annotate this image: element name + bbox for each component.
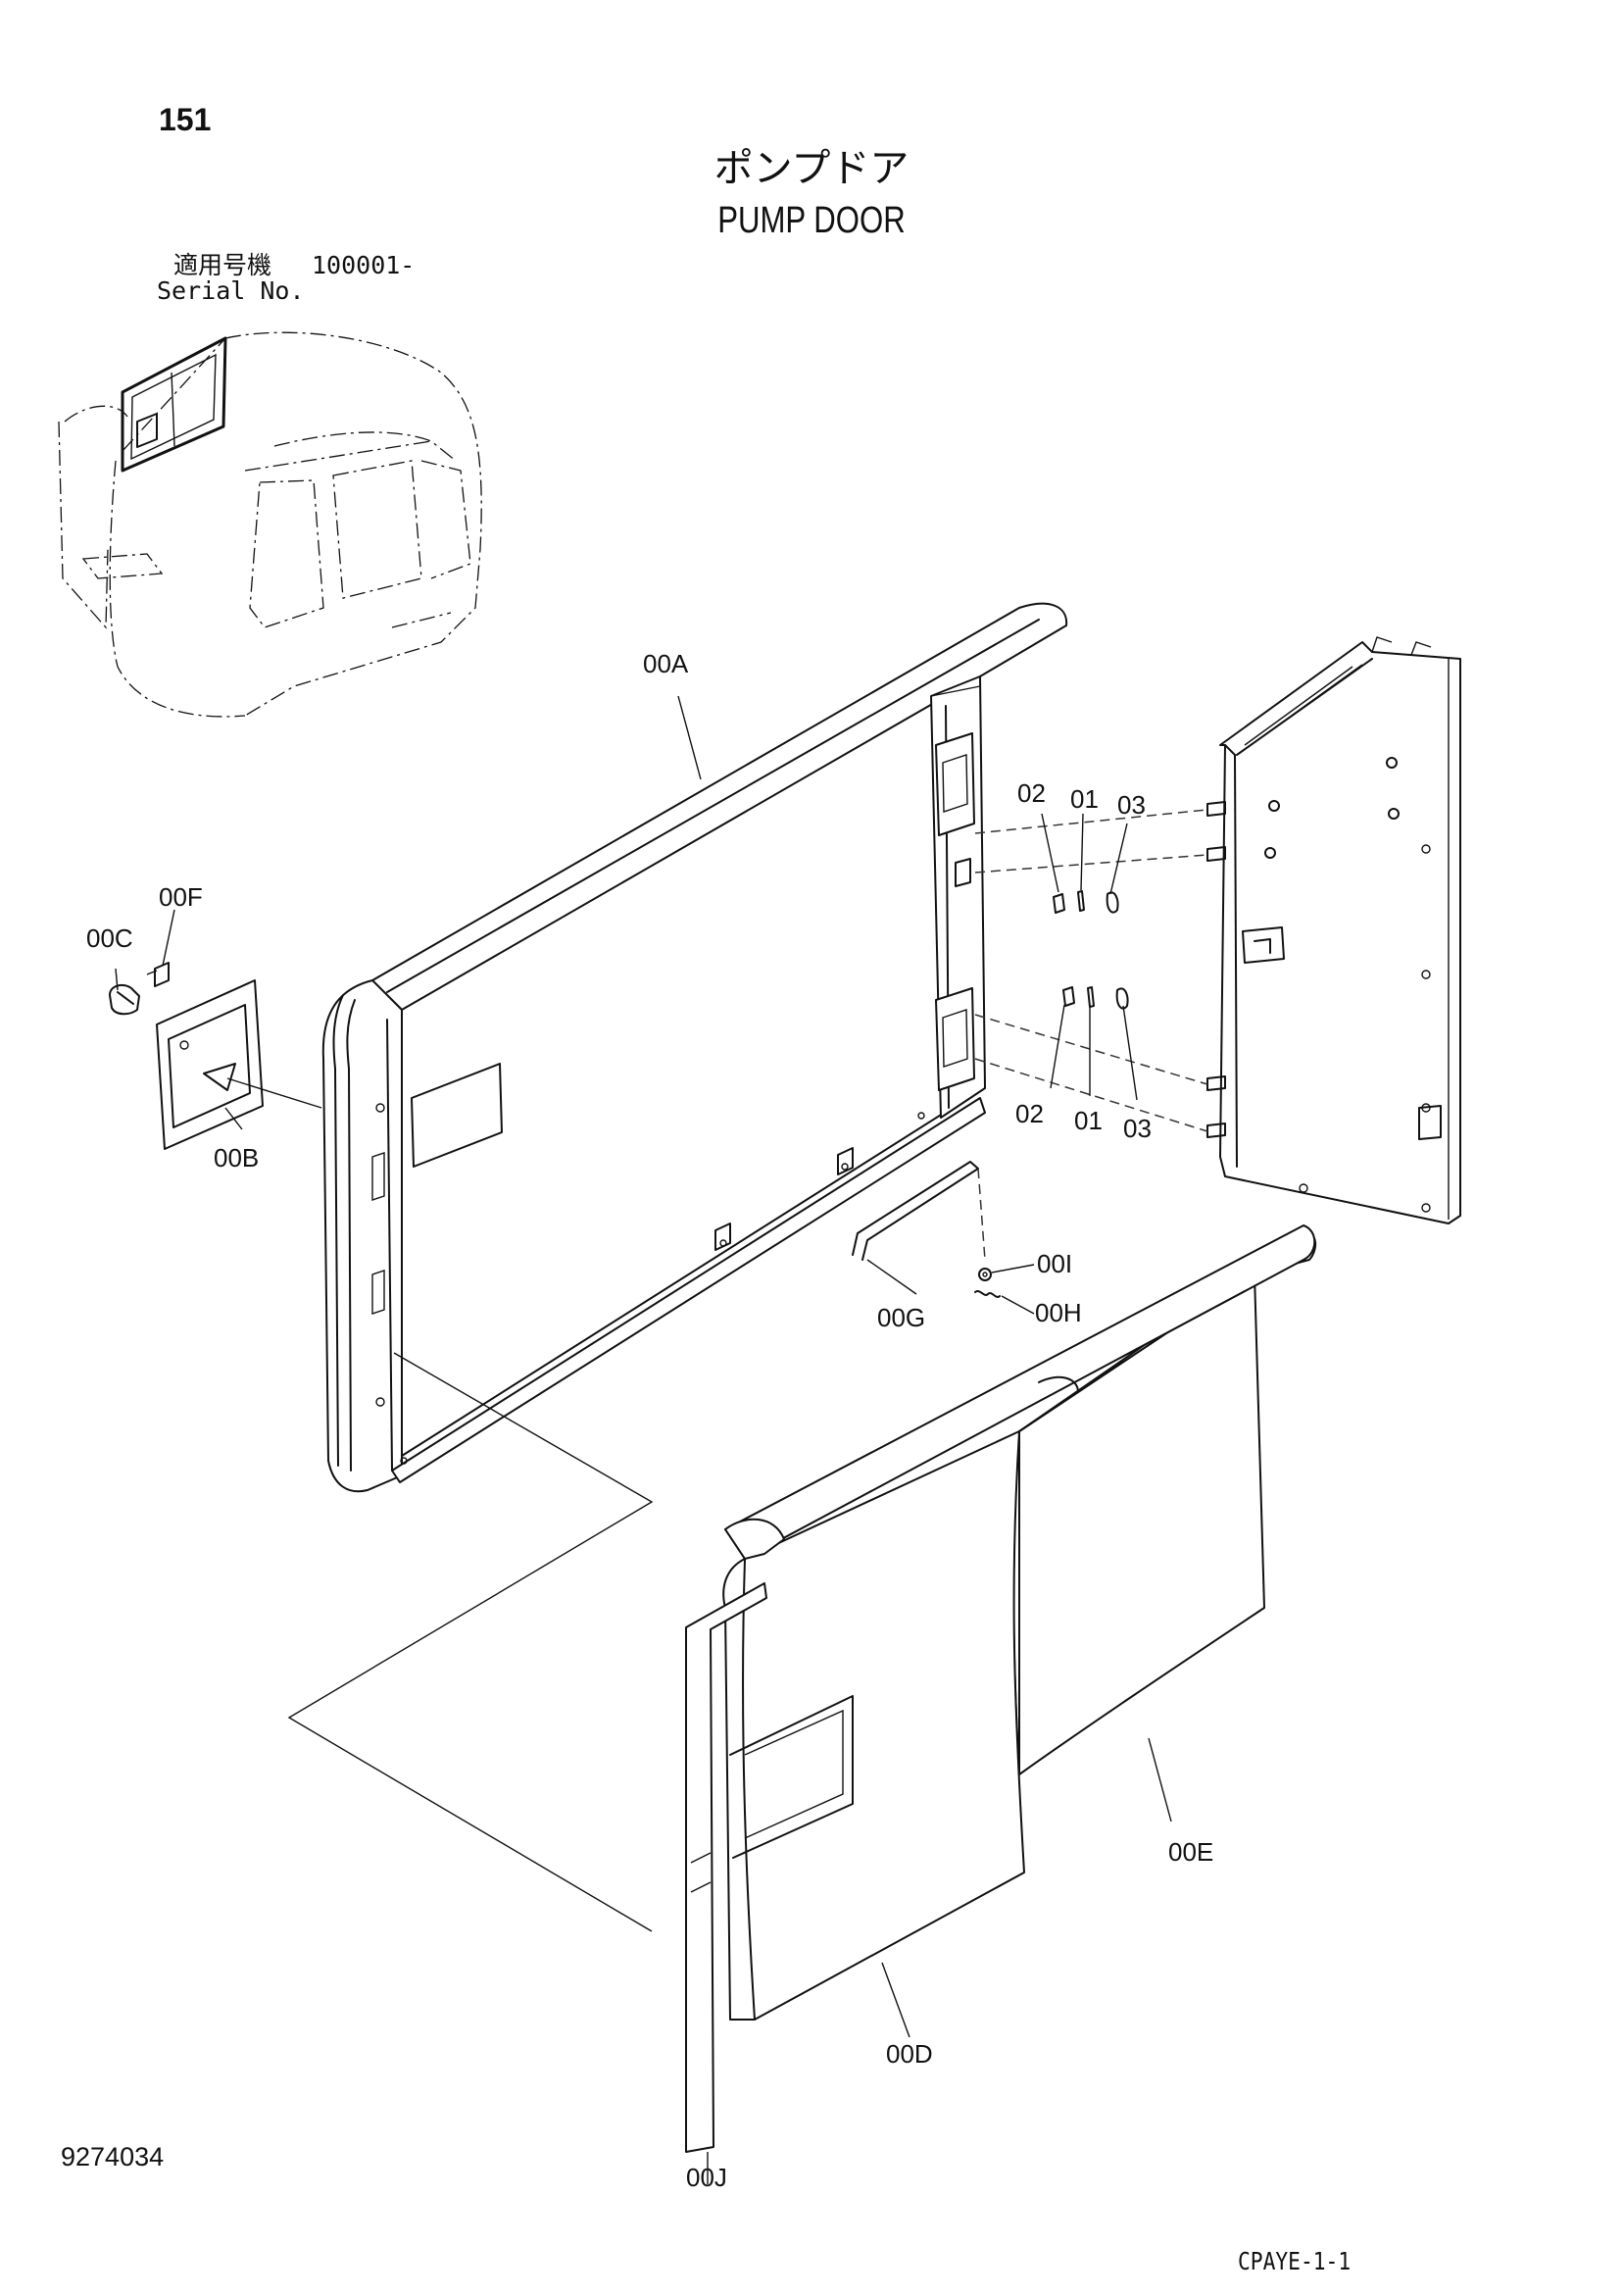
callout-01-upper: 01 <box>1070 784 1099 814</box>
machine-locator-illustration <box>58 331 482 718</box>
callout-01-lower: 01 <box>1074 1106 1103 1135</box>
callout-02-upper: 02 <box>1017 778 1046 808</box>
callout-00E: 00E <box>1168 1837 1213 1867</box>
callout-00D: 00D <box>886 2039 933 2069</box>
assembly-lines <box>226 809 1208 1932</box>
callout-labels: 00A 00B 00C 00D 00E 00F 00G 00H 00I 00J … <box>86 649 1213 2192</box>
callout-00G: 00G <box>877 1303 925 1332</box>
serial-range: 100001- <box>312 251 416 279</box>
mounting-panel <box>1206 636 1461 1224</box>
sheet-code: CPAYE-1-1 <box>1238 2247 1352 2275</box>
drawing-number: 9274034 <box>61 2142 165 2171</box>
page-title: PUMP DOOR <box>717 200 906 241</box>
leader-lines <box>115 695 1172 2184</box>
callout-00B: 00B <box>214 1143 259 1173</box>
hinge-hardware <box>974 890 1129 1298</box>
serial-label-japanese: 適用号機 <box>173 251 272 279</box>
page-title-japanese: ポンプドア <box>713 146 910 191</box>
page-number: 151 <box>159 102 212 137</box>
callout-00J: 00J <box>686 2163 727 2192</box>
callout-00C: 00C <box>86 923 133 953</box>
callout-02-lower: 02 <box>1015 1099 1044 1128</box>
serial-label: Serial No. <box>157 276 305 305</box>
handle-assembly-00B <box>109 962 264 1150</box>
callout-03-lower: 03 <box>1123 1114 1152 1143</box>
seal-strip-00J <box>685 1582 767 2153</box>
callout-00A: 00A <box>643 649 689 678</box>
callout-00H: 00H <box>1035 1298 1082 1327</box>
door-frame-00A <box>321 602 1068 1493</box>
callout-00I: 00I <box>1037 1249 1072 1278</box>
rod-00G <box>852 1161 979 1261</box>
callout-00F: 00F <box>159 882 203 912</box>
callout-03-upper: 03 <box>1117 790 1146 820</box>
